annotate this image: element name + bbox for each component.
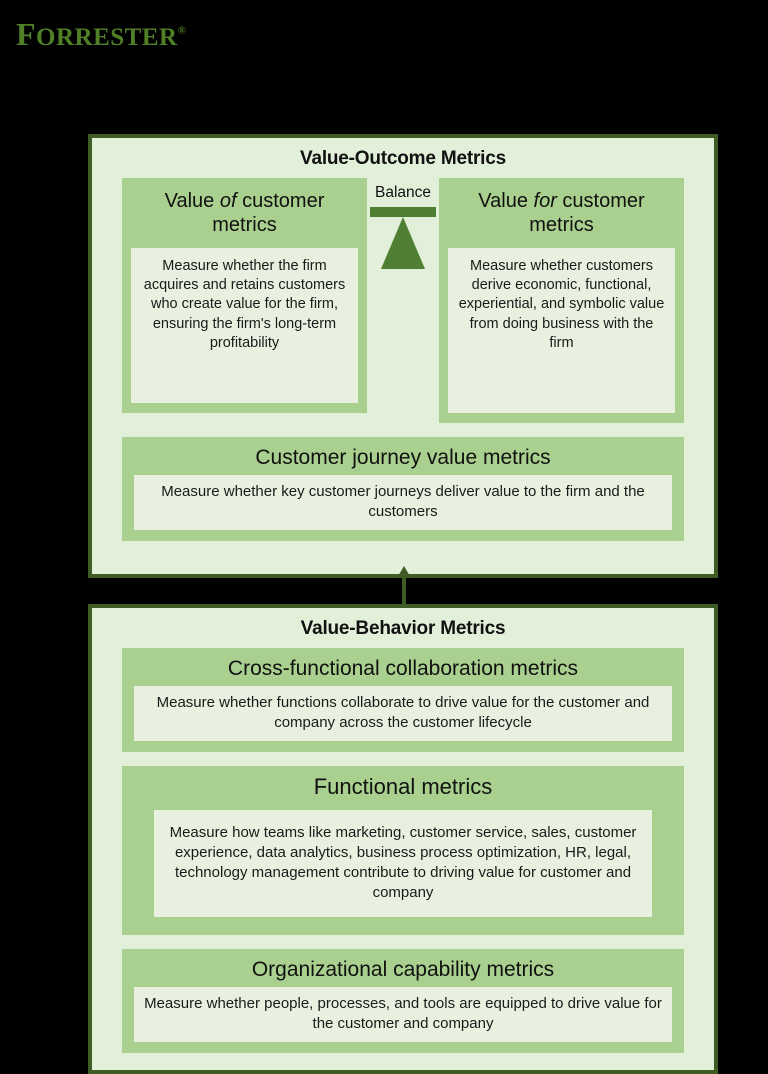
value-behavior-metrics-panel: Value-Behavior Metrics Cross-functional … xyxy=(88,604,718,1074)
value-for-customer-metrics-heading: Value for customer metrics xyxy=(448,186,675,248)
heading-emphasis: for xyxy=(533,190,557,212)
customer-journey-value-metrics-description: Measure whether key customer journeys de… xyxy=(134,474,672,530)
balance-fulcrum-icon xyxy=(381,217,425,270)
organizational-capability-metrics-description: Measure whether people, processes, and t… xyxy=(134,987,672,1043)
functional-metrics-box: Functional metrics Measure how teams lik… xyxy=(122,766,684,936)
registered-mark-icon: ® xyxy=(177,24,187,37)
value-columns-row: Value of customer metrics Measure whethe… xyxy=(92,178,714,423)
functional-metrics-description: Measure how teams like marketing, custom… xyxy=(154,810,652,918)
functional-metrics-title: Functional metrics xyxy=(313,774,493,800)
balance-label: Balance xyxy=(374,184,431,201)
value-outcome-panel-title: Value-Outcome Metrics xyxy=(300,148,506,169)
value-outcome-metrics-panel: Value-Outcome Metrics Value of customer … xyxy=(88,134,718,578)
organizational-capability-metrics-title: Organizational capability metrics xyxy=(251,958,555,982)
logo-first-letter: F xyxy=(16,16,37,52)
cross-functional-collaboration-metrics-title: Cross-functional collaboration metrics xyxy=(227,657,579,680)
value-for-customer-metrics-description: Measure whether customers derive economi… xyxy=(448,247,675,413)
value-of-customer-metrics-box: Value of customer metrics Measure whethe… xyxy=(122,178,367,413)
heading-post: customer metrics xyxy=(529,190,645,237)
value-of-customer-metrics-heading: Value of customer metrics xyxy=(131,186,358,248)
balance-beam-icon xyxy=(370,207,436,218)
forrester-logo: FORRESTER® xyxy=(16,18,186,50)
customer-journey-value-metrics-title: Customer journey value metrics xyxy=(255,445,551,469)
customer-journey-value-metrics-box: Customer journey value metrics Measure w… xyxy=(122,436,684,541)
heading-pre: Value xyxy=(164,190,220,212)
organizational-capability-metrics-box: Organizational capability metrics Measur… xyxy=(122,949,684,1054)
balance-indicator: Balance xyxy=(367,178,439,270)
heading-emphasis: of xyxy=(219,190,237,212)
logo-rest: ORRESTER xyxy=(36,24,178,51)
heading-pre: Value xyxy=(478,190,534,212)
value-of-customer-metrics-description: Measure whether the firm acquires and re… xyxy=(131,247,358,403)
value-for-customer-metrics-box: Value for customer metrics Measure wheth… xyxy=(439,178,684,423)
cross-functional-collaboration-metrics-description: Measure whether functions collaborate to… xyxy=(134,686,672,742)
value-behavior-panel-title: Value-Behavior Metrics xyxy=(300,618,506,639)
up-arrow-icon xyxy=(397,566,411,606)
cross-functional-collaboration-metrics-box: Cross-functional collaboration metrics M… xyxy=(122,648,684,753)
heading-post: customer metrics xyxy=(212,190,325,237)
